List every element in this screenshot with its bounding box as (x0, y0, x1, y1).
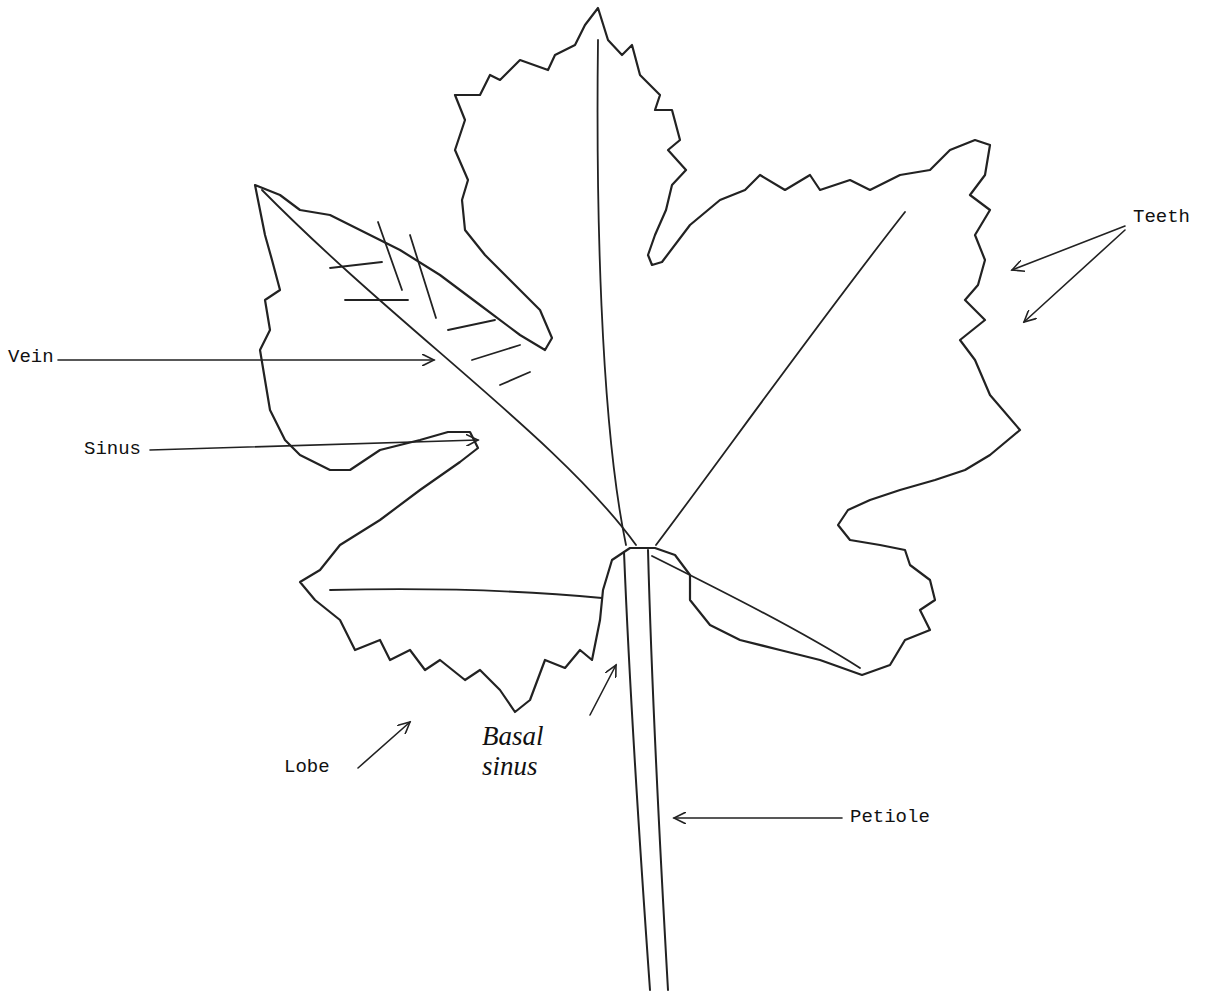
part-label: Petiole (850, 806, 930, 829)
part-label: Basal sinus (482, 722, 574, 781)
part-label: Sinus (84, 438, 141, 461)
part-label: Vein (8, 346, 54, 369)
part-label: Teeth (1133, 206, 1190, 229)
part-label: Lobe (284, 756, 330, 779)
leader-arrows (58, 226, 1125, 818)
petiole-stem (624, 550, 668, 990)
leaf-veins (262, 40, 905, 668)
